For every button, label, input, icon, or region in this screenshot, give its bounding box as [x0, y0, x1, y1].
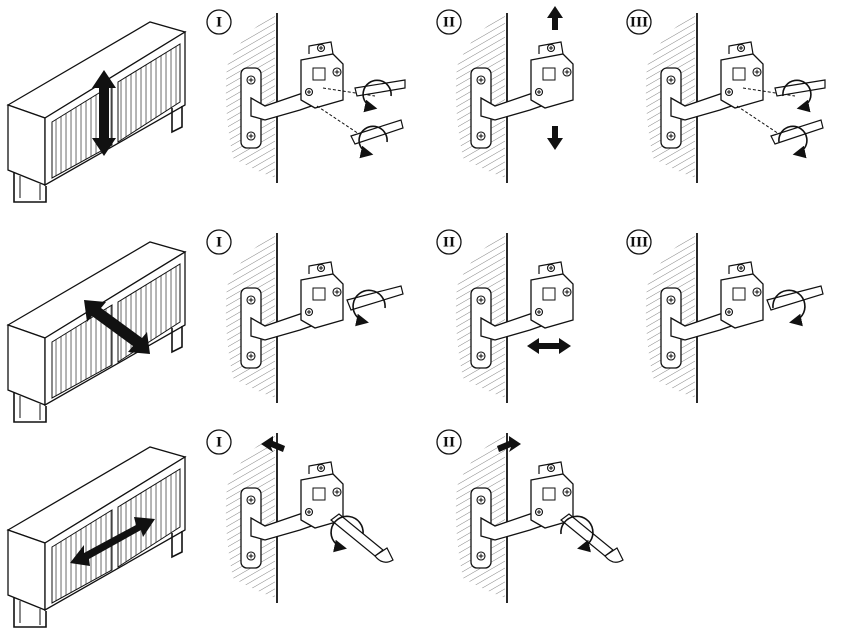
hinge-square [732, 287, 746, 301]
step-number-badge: II [436, 429, 462, 455]
cabinet-leg-back [171, 106, 183, 134]
step-number: II [443, 16, 455, 31]
step-number-badge: I [206, 229, 232, 255]
hinge-cup [300, 53, 344, 109]
adjustment-direction-arrow [70, 517, 155, 566]
hinge-cup-tab [308, 41, 334, 55]
step-number: I [216, 436, 222, 451]
step-panel-I: I [206, 429, 394, 603]
cabinet-leg-inner [19, 396, 41, 420]
step-number: III [630, 236, 648, 251]
step-number: I [216, 236, 222, 251]
screwdriver [774, 79, 826, 97]
hinge-cup-tab [308, 461, 334, 475]
cabinet-leg-inner [19, 601, 41, 625]
hinge-square [312, 487, 326, 501]
hinge-cup [530, 53, 574, 109]
step-number-badge: II [436, 9, 462, 35]
cabinet-leg-back [171, 531, 183, 559]
hinge-square [312, 287, 326, 301]
cabinet-leg-back [171, 326, 183, 354]
step-panel-I: I [206, 9, 406, 183]
step-number-badge: II [436, 229, 462, 255]
rotation-arrow [362, 79, 392, 113]
hinge-square [732, 67, 746, 81]
cabinet-leg-front [13, 392, 47, 423]
screwdriver [354, 79, 406, 97]
adjustment-direction-arrow [92, 70, 116, 156]
cabinet-illustration-depth [6, 241, 187, 423]
move-arrow-down [547, 126, 563, 150]
move-arrow-left-right [527, 338, 571, 354]
step-number-badge: III [626, 229, 652, 255]
rotation-arrow [560, 515, 594, 553]
screwdriver [350, 119, 404, 145]
step-panel-III: III [626, 229, 824, 403]
hinge-cup [720, 53, 764, 109]
move-arrow-door-left [261, 436, 285, 452]
cabinet-door-left [51, 84, 113, 179]
cabinet-leg-inner [19, 176, 41, 200]
hinge-square [542, 67, 556, 81]
hinge-cup-tab [538, 261, 564, 275]
screwdriver [346, 285, 404, 311]
step-panel-I: I [206, 229, 404, 403]
step-panel-II: II [436, 229, 574, 403]
rotation-arrow [352, 289, 386, 327]
screwdriver [770, 119, 824, 145]
hand-grip [374, 547, 394, 563]
rotation-arrow [778, 125, 808, 159]
step-number: II [443, 436, 455, 451]
step-panel-II: II [436, 429, 624, 603]
hinge-cup-tab [728, 261, 754, 275]
move-arrow-door-right [497, 436, 521, 452]
hinge-cup [530, 273, 574, 329]
screwdriver [766, 285, 824, 311]
rotation-arrow [772, 289, 806, 327]
hinge-cup-tab [538, 41, 564, 55]
step-number-badge: I [206, 9, 232, 35]
rotation-arrow [358, 125, 388, 159]
screw-guide-line [322, 87, 376, 97]
move-arrow-up [547, 6, 563, 30]
hinge-square [312, 67, 326, 81]
hinge-cup-tab [308, 261, 334, 275]
step-panel-II: II [436, 6, 574, 183]
step-number: II [443, 236, 455, 251]
cabinet-illustration-height [6, 21, 187, 203]
step-number-badge: III [626, 9, 652, 35]
hinge-cup [720, 273, 764, 329]
hand-grip [604, 547, 624, 563]
step-number: I [216, 16, 222, 31]
cabinet-leg-front [13, 597, 47, 628]
adjustment-direction-arrow [84, 300, 150, 354]
screw-guide-line [742, 87, 796, 97]
step-panel-III: III [626, 9, 826, 183]
cabinet-door-right [117, 43, 181, 143]
hinge-cup [300, 273, 344, 329]
hinge-square [542, 287, 556, 301]
cabinet-leg-front [13, 172, 47, 203]
step-number-badge: I [206, 429, 232, 455]
hinge-square [542, 487, 556, 501]
cabinet-door-right [117, 468, 181, 568]
cabinet-illustration-side [6, 446, 187, 628]
step-number: III [630, 16, 648, 31]
hinge-cup-tab [538, 461, 564, 475]
hinge-cup-tab [728, 41, 754, 55]
cabinet-door-left [51, 304, 113, 399]
rotation-arrow [782, 79, 812, 113]
rotation-arrow [330, 515, 364, 553]
